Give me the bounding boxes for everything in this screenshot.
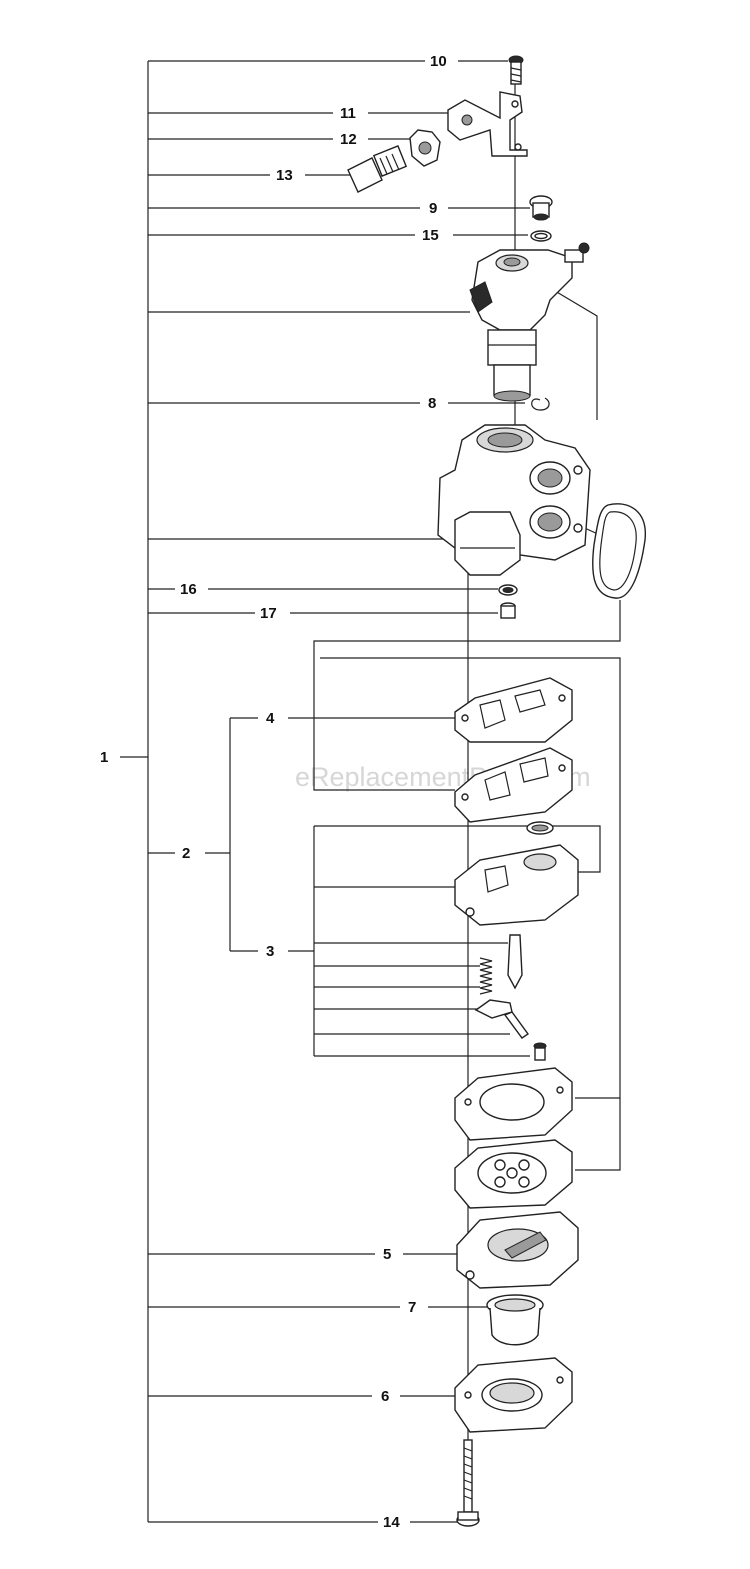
screw-part-10 [508, 55, 524, 85]
callout-1: 1 [100, 749, 108, 766]
callout-13: 13 [276, 167, 293, 184]
gasket-ring [592, 503, 646, 599]
o-ring-part-15 [530, 230, 552, 242]
callout-3: 3 [266, 943, 274, 960]
callout-12: 12 [340, 131, 357, 148]
base-plate-part-6 [454, 1357, 573, 1433]
callout-16: 16 [180, 581, 197, 598]
plug-part-17 [500, 602, 516, 619]
gasket-part-4-lower [454, 747, 573, 823]
leader-lines [120, 60, 621, 1523]
callout-14: 14 [383, 1514, 400, 1531]
pump-body-part-3 [454, 821, 579, 926]
spring-part [479, 957, 493, 995]
callout-9: 9 [429, 200, 437, 217]
pump-cover-part-5 [456, 1211, 579, 1289]
pump-gasket [454, 1067, 573, 1141]
callout-17: 17 [260, 605, 277, 622]
pump-diaphragm [454, 1139, 573, 1209]
carburetor-body [437, 424, 591, 576]
needle-part [507, 934, 523, 990]
callout-7: 7 [408, 1299, 416, 1316]
nut-part-12 [409, 129, 441, 167]
callout-15: 15 [422, 227, 439, 244]
callout-4: 4 [266, 710, 275, 727]
throttle-assembly [469, 242, 590, 402]
primer-cup-part-7 [486, 1294, 544, 1346]
callout-labels: 1 2 3 4 5 6 7 8 9 10 11 12 13 14 15 16 1… [100, 53, 447, 1531]
small-screw-part [533, 1042, 547, 1061]
screw-part-9 [529, 195, 553, 221]
clip-part-8 [531, 397, 550, 411]
callout-10: 10 [430, 53, 447, 70]
callout-6: 6 [381, 1388, 389, 1405]
callout-2: 2 [182, 845, 190, 862]
lever-part [474, 999, 529, 1039]
callout-5: 5 [383, 1246, 391, 1263]
callout-11: 11 [340, 105, 356, 122]
callout-8: 8 [428, 395, 436, 412]
o-ring-part-16 [498, 584, 518, 596]
gasket-part-4-upper [454, 677, 573, 743]
adjuster-screw-part-13 [347, 145, 408, 193]
bracket-part-11 [447, 91, 528, 157]
long-screw-part-14 [456, 1439, 480, 1527]
